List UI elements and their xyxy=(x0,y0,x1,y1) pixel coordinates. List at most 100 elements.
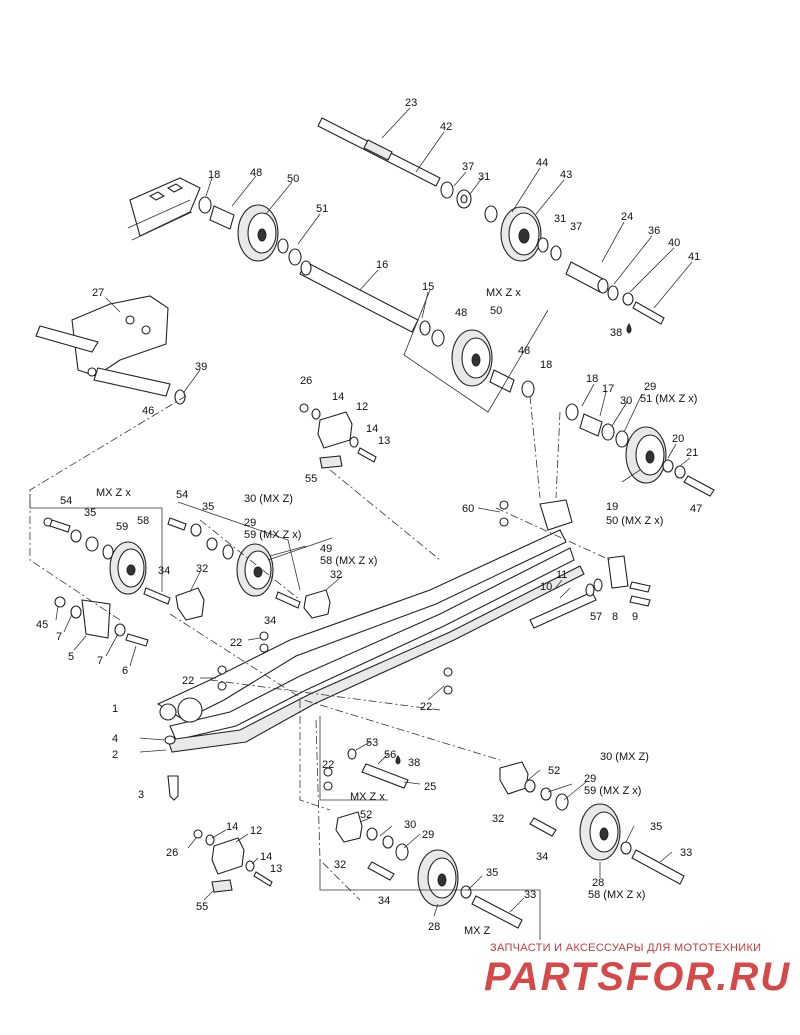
callout-label: 56 xyxy=(384,749,396,761)
callout-label: 31 xyxy=(478,171,490,183)
nuts-22 xyxy=(217,631,453,791)
callout-label: 50 (MX Z x) xyxy=(606,515,663,527)
callout-label: 3 xyxy=(138,789,144,801)
callout-label: 46 xyxy=(142,405,154,417)
callout-label: MX Z x xyxy=(350,791,385,803)
callout-label: 12 xyxy=(356,401,368,413)
callout-label: 18 xyxy=(208,169,220,181)
callout-label: 59 (MX Z x) xyxy=(584,785,641,797)
callout-label: 58 (MX Z x) xyxy=(588,889,645,901)
callout-label: 58 (MX Z x) xyxy=(320,555,377,567)
assembly-dash-lines xyxy=(29,395,611,901)
callout-label: 16 xyxy=(376,259,388,271)
callout-label: 1 xyxy=(112,703,118,715)
callout-label: 14 xyxy=(332,391,344,403)
callout-label: 9 xyxy=(632,611,638,623)
callout-label: 35 xyxy=(202,501,214,513)
callout-label: 21 xyxy=(686,447,698,459)
callout-label: 28 xyxy=(592,877,604,889)
callout-label: 7 xyxy=(56,631,62,643)
callout-label: 35 xyxy=(486,867,498,879)
lower-right-wheel-28 xyxy=(499,761,685,885)
bracket-27 xyxy=(35,295,186,405)
spacer-24 xyxy=(565,261,665,325)
callout-label: 34 xyxy=(264,615,276,627)
wheel-50-mxzx xyxy=(419,320,535,398)
callout-label: 22 xyxy=(230,637,242,649)
callout-label: 17 xyxy=(602,383,614,395)
callout-label: 10 xyxy=(540,581,552,593)
callout-label: 50 xyxy=(287,173,299,185)
callout-label: 54 xyxy=(176,489,188,501)
callout-label: 22 xyxy=(182,675,194,687)
stopper-block-12-bottom xyxy=(193,829,273,893)
callout-label: 48 xyxy=(455,307,467,319)
callout-label: 42 xyxy=(440,121,452,133)
left-upper-wheel-50 xyxy=(198,196,302,266)
callout-label: 26 xyxy=(166,847,178,859)
callout-label: 49 xyxy=(320,543,332,555)
cam-5 xyxy=(54,596,149,647)
callout-label: 30 (MX Z) xyxy=(244,493,293,505)
callout-label: 11 xyxy=(556,569,567,581)
callout-label: 55 xyxy=(196,901,208,913)
callout-label: 2 xyxy=(112,749,118,761)
callout-label: 27 xyxy=(92,287,104,299)
callout-label: 29 xyxy=(644,381,656,393)
callout-label: 51 xyxy=(316,203,328,215)
callout-label: 50 xyxy=(490,305,502,317)
callout-label: 51 (MX Z x) xyxy=(640,393,697,405)
callout-label: 12 xyxy=(250,825,262,837)
callout-label: 52 xyxy=(360,809,372,821)
callout-label: 60 xyxy=(462,503,474,515)
callout-label: 40 xyxy=(668,237,680,249)
watermark-logo: PARTSFOR.RU xyxy=(484,955,792,999)
callout-label: 24 xyxy=(621,211,633,223)
callout-label: 25 xyxy=(424,781,436,793)
slider-stop-8 xyxy=(499,500,651,629)
callout-leaders xyxy=(55,107,693,917)
callout-label: 22 xyxy=(322,759,334,771)
stopper-block-12-top xyxy=(299,403,377,469)
watermark-tagline: ЗАПЧАСТИ И АКСЕССУАРЫ ДЛЯ МОТОТЕХНИКИ xyxy=(490,942,762,954)
wheel-58-left xyxy=(43,517,147,595)
callout-label: 18 xyxy=(540,359,552,371)
callout-label: 34 xyxy=(378,895,390,907)
callout-label: 35 xyxy=(650,821,662,833)
slide-rail-1 xyxy=(156,499,585,753)
callout-label: 29 xyxy=(244,517,256,529)
callout-label: 32 xyxy=(334,859,346,871)
grease-drop-38 xyxy=(626,322,632,334)
callout-label: 34 xyxy=(158,565,170,577)
callout-label: 23 xyxy=(405,97,417,109)
callout-label: 30 xyxy=(620,395,632,407)
callout-label: 34 xyxy=(536,851,548,863)
callout-label: 33 xyxy=(680,847,692,859)
idler-wheel-43 xyxy=(500,206,542,262)
callout-label: 8 xyxy=(612,611,618,623)
callout-label: 19 xyxy=(606,501,618,513)
lower-center-wheel-28 xyxy=(335,811,523,929)
callout-label: 35 xyxy=(84,507,96,519)
callout-label: 22 xyxy=(420,701,432,713)
axle-support-32 xyxy=(143,587,331,621)
callout-label: 59 xyxy=(116,521,128,533)
rear-wheel-19 xyxy=(565,403,715,497)
bolt-25 xyxy=(347,748,409,789)
callout-label: 37 xyxy=(462,161,474,173)
callout-label: 58 xyxy=(137,515,149,527)
callout-labels: 23 42 37 31 44 43 18 48 50 51 31 37 24 3… xyxy=(36,97,702,937)
callout-label: 57 xyxy=(590,611,602,623)
callout-label: MX Z x xyxy=(96,487,131,499)
callout-label: 59 (MX Z x) xyxy=(244,529,301,541)
callout-label: 29 xyxy=(422,829,434,841)
callout-label: 44 xyxy=(536,157,548,169)
callout-label: 18 xyxy=(586,373,598,385)
callout-label: 30 xyxy=(404,819,416,831)
callout-label: 39 xyxy=(195,361,207,373)
callout-label: 6 xyxy=(122,665,128,677)
callout-label: 45 xyxy=(36,619,48,631)
callout-label: 5 xyxy=(68,651,74,663)
callout-label: 14 xyxy=(226,821,238,833)
callout-label: 13 xyxy=(378,435,390,447)
